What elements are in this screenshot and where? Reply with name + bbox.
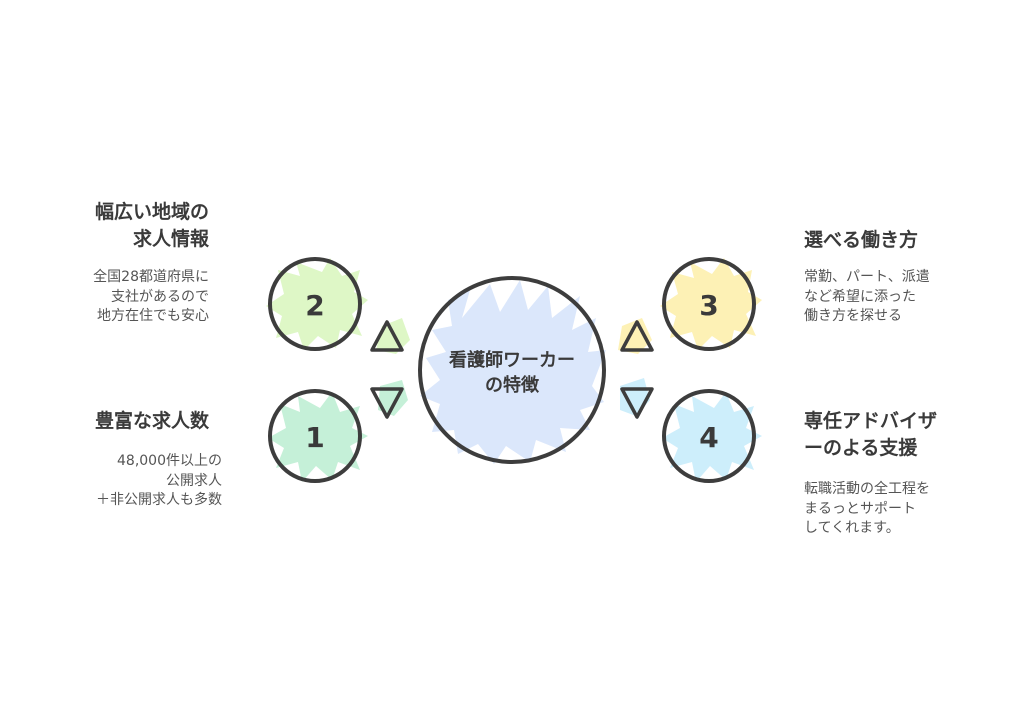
arrow-left-down <box>370 380 408 419</box>
feature-1-description: 48,000件以上の 公開求人 ＋非公開求人も多数 <box>96 453 222 508</box>
arrow-right-up <box>618 318 654 354</box>
feature-3-description: 常勤、パート、派遣 など希望に添った 働き方を探せる <box>804 269 930 324</box>
node-3-fill <box>660 258 762 350</box>
node-4-fill <box>662 392 762 482</box>
node-3-number: 3 <box>699 289 718 322</box>
feature-3-title: 選べる働き方 <box>804 229 919 251</box>
feature-2-description: 全国28都道府県に 支社があるので 地方在住でも安心 <box>93 269 209 324</box>
node-2-number: 2 <box>305 289 324 322</box>
center-label-line2: の特徴 <box>485 374 540 396</box>
feature-1-title: 豊富な求人数 <box>94 410 209 432</box>
arrow-left-up <box>370 318 410 354</box>
feature-2-title: 幅広い地域の 求人情報 <box>94 201 209 250</box>
center-label-line1: 看護師ワーカー <box>448 349 575 371</box>
feature-node-3: 3 <box>660 257 762 351</box>
node-1-number: 1 <box>305 421 324 454</box>
node-2-fill <box>266 258 368 350</box>
feature-node-2: 2 <box>266 257 368 351</box>
feature-4-description: 転職活動の全工程を まるっとサポート してくれます。 <box>804 481 930 536</box>
center-fill <box>420 280 606 464</box>
node-1-fill <box>268 392 368 482</box>
feature-node-4: 4 <box>662 389 762 483</box>
arrow-right-down <box>620 378 654 419</box>
feature-node-1: 1 <box>268 389 368 483</box>
center-hub: 看護師ワーカー の特徴 <box>418 276 606 464</box>
node-4-number: 4 <box>699 421 718 454</box>
feature-4-title: 専任アドバイザ ーのよる支援 <box>804 410 938 459</box>
